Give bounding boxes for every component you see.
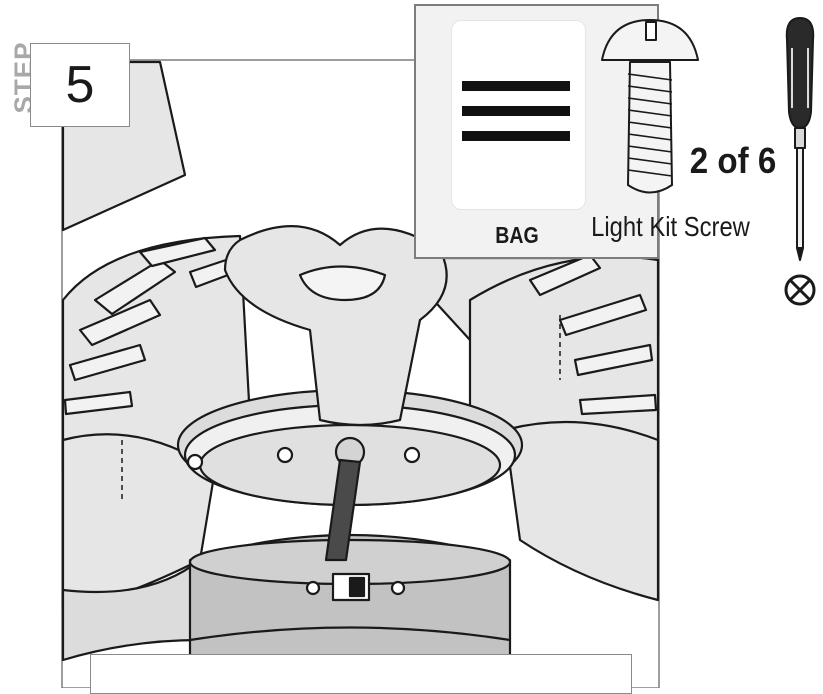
caption-box: [90, 654, 632, 694]
side-screw: [186, 453, 204, 471]
screwdriver-shaft: [324, 458, 362, 562]
bag-label: BAG: [495, 222, 539, 248]
screw-label: Light Kit Screw: [591, 211, 750, 242]
light-kit-screw-right: [390, 580, 406, 596]
fan-blade-bottom-right: [503, 420, 660, 602]
vents-left: [63, 236, 238, 416]
step-number: 5: [30, 43, 130, 127]
mounting-screw-right: [403, 446, 421, 464]
hardware-bag: [451, 20, 586, 210]
screw-count: 2 of 6: [689, 140, 777, 181]
fan-drawing: [61, 60, 660, 688]
mounting-bracket: [223, 225, 448, 427]
mounting-screw-left: [276, 446, 294, 464]
light-kit-screw-left: [305, 580, 321, 596]
vents-right: [528, 253, 658, 416]
